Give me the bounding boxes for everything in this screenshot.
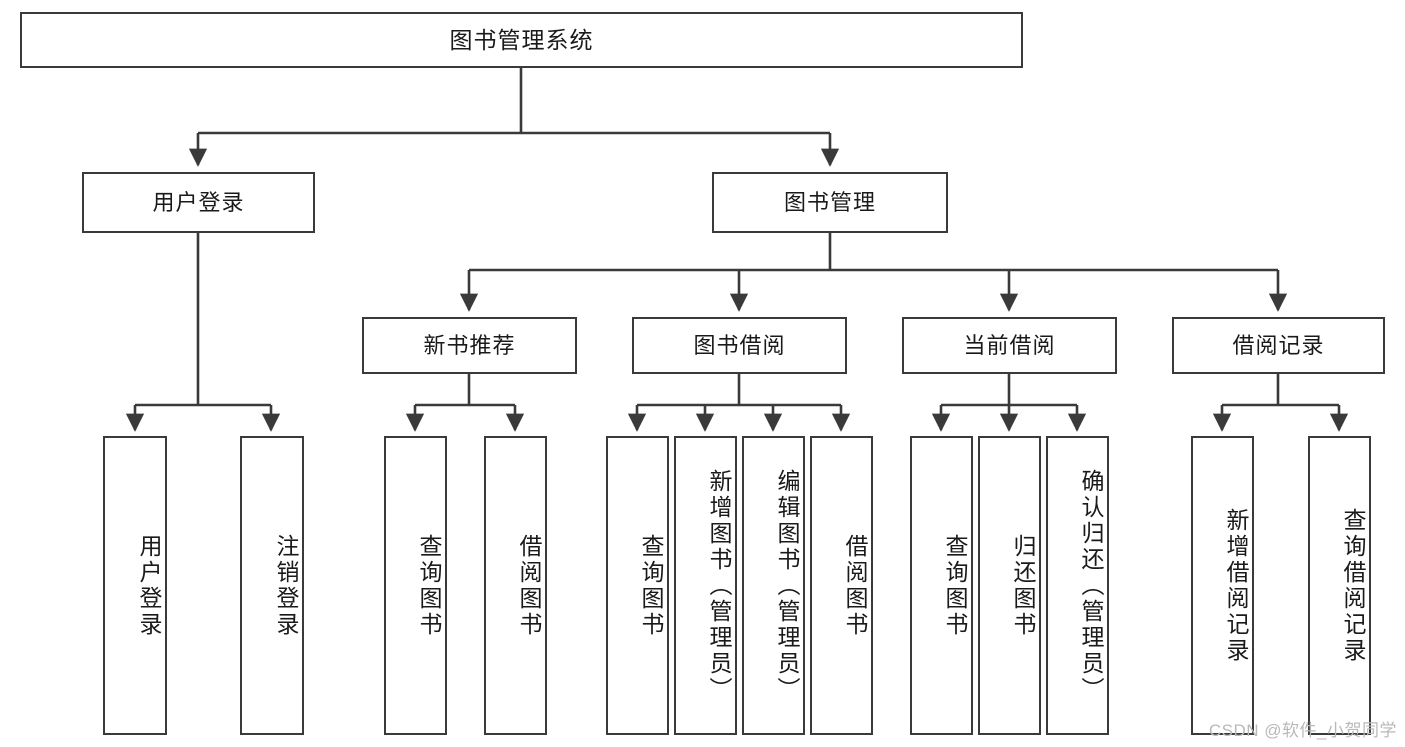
watermark-text: CSDN @软件_小贺同学	[1208, 721, 1397, 740]
leaf-user-login-logout[interactable]: 注销登录	[240, 436, 304, 735]
node-label: 归还图书	[1010, 533, 1036, 638]
node-label: 查询图书	[416, 533, 442, 638]
node-label: 当前借阅	[963, 332, 1056, 358]
node-new-book-recommendation[interactable]: 新书推荐	[362, 317, 577, 374]
leaf-borrow-book-query-books[interactable]: 查询图书	[606, 436, 669, 735]
node-user-login[interactable]: 用户登录	[82, 172, 315, 233]
node-label: 用户登录	[152, 189, 245, 215]
node-label: 借阅记录	[1232, 332, 1325, 358]
node-book-borrowing[interactable]: 图书借阅	[632, 317, 847, 374]
leaf-borrow-book-add-book-admin[interactable]: 新增图书（管理员）	[674, 436, 737, 735]
node-label: 用户登录	[136, 533, 162, 638]
leaf-borrow-record-add-record[interactable]: 新增借阅记录	[1191, 436, 1254, 735]
leaf-current-borrow-return-books[interactable]: 归还图书	[978, 436, 1041, 735]
node-label: 新书推荐	[423, 332, 516, 358]
node-label: 查询图书	[638, 533, 664, 638]
node-label: 图书借阅	[693, 332, 786, 358]
node-label: 新增图书（管理员）	[706, 468, 732, 703]
node-label: 借阅图书	[516, 533, 542, 638]
leaf-current-borrow-confirm-return-admin[interactable]: 确认归还（管理员）	[1046, 436, 1109, 735]
node-label: 查询图书	[942, 533, 968, 638]
node-root-book-management-system[interactable]: 图书管理系统	[20, 12, 1023, 68]
node-borrowing-record[interactable]: 借阅记录	[1172, 317, 1385, 374]
node-label: 图书管理系统	[449, 26, 594, 53]
node-book-management[interactable]: 图书管理	[712, 172, 948, 233]
leaf-new-book-query-books[interactable]: 查询图书	[384, 436, 447, 735]
node-label: 新增借阅记录	[1223, 507, 1249, 664]
node-label: 确认归还（管理员）	[1078, 468, 1104, 703]
node-label: 注销登录	[273, 533, 299, 638]
leaf-new-book-borrow-books[interactable]: 借阅图书	[484, 436, 547, 735]
node-current-borrowing[interactable]: 当前借阅	[902, 317, 1117, 374]
leaf-borrow-book-borrow-books[interactable]: 借阅图书	[810, 436, 873, 735]
leaf-borrow-record-query-record[interactable]: 查询借阅记录	[1308, 436, 1371, 735]
leaf-borrow-book-edit-book-admin[interactable]: 编辑图书（管理员）	[742, 436, 805, 735]
leaf-user-login-login[interactable]: 用户登录	[103, 436, 167, 735]
node-label: 图书管理	[783, 189, 876, 215]
node-label: 借阅图书	[842, 533, 868, 638]
node-label: 查询借阅记录	[1340, 507, 1366, 664]
node-label: 编辑图书（管理员）	[774, 468, 800, 703]
leaf-current-borrow-query-books[interactable]: 查询图书	[910, 436, 973, 735]
